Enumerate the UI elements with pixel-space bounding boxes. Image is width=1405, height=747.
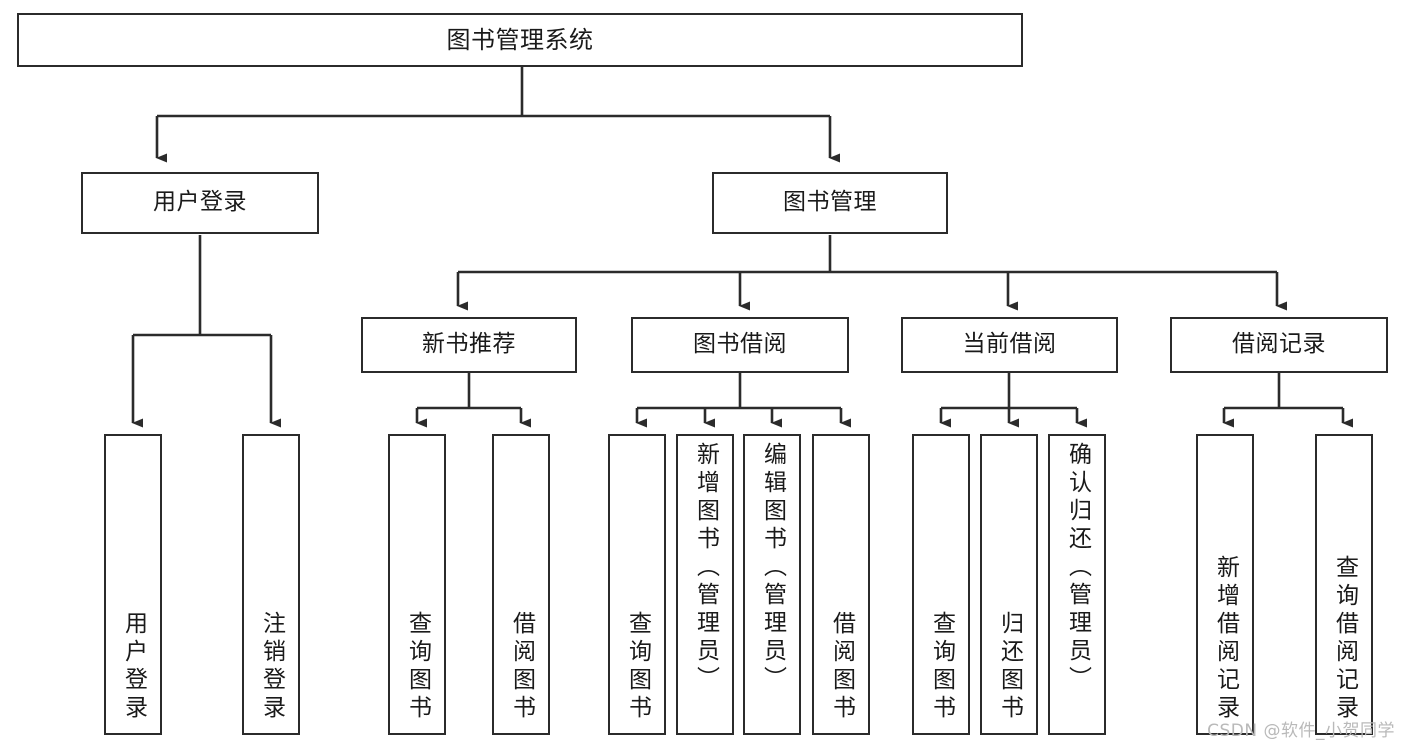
node-book-management[interactable]: 图书管理 (712, 172, 948, 234)
leaf-borrowrecord-add-record[interactable]: 新增借阅记录 (1196, 434, 1254, 735)
leaf-currentborrow-query-books[interactable]: 查询图书 (912, 434, 970, 735)
node-new-book-recommendation[interactable]: 新书推荐 (361, 317, 577, 373)
leaf-newbook-query-books[interactable]: 查询图书 (388, 434, 446, 735)
node-borrowing-records[interactable]: 借阅记录 (1170, 317, 1388, 373)
node-label: 归还图书 (996, 611, 1023, 723)
leaf-user-login[interactable]: 用户登录 (104, 434, 162, 735)
node-user-login[interactable]: 用户登录 (81, 172, 319, 234)
node-label: 新增图书（管理员） (692, 442, 719, 694)
node-label: 借阅记录 (1232, 331, 1326, 358)
node-label: 查询图书 (624, 611, 651, 723)
node-label: 图书管理 (783, 189, 877, 216)
node-label: 借阅图书 (508, 611, 535, 723)
node-label: 借阅图书 (828, 611, 855, 723)
node-label: 图书借阅 (693, 331, 787, 358)
node-label: 当前借阅 (962, 331, 1057, 358)
csdn-watermark: CSDN @软件_小贺同学 (1207, 721, 1395, 741)
node-label: 查询图书 (404, 611, 431, 723)
leaf-newbook-borrow-books[interactable]: 借阅图书 (492, 434, 550, 735)
leaf-bookborrow-edit-book-admin[interactable]: 编辑图书（管理员） (743, 434, 801, 735)
node-root-system[interactable]: 图书管理系统 (17, 13, 1023, 67)
leaf-bookborrow-query-books[interactable]: 查询图书 (608, 434, 666, 735)
node-label: 新书推荐 (422, 331, 516, 358)
leaf-bookborrow-add-book-admin[interactable]: 新增图书（管理员） (676, 434, 734, 735)
node-label: 用户登录 (153, 189, 247, 216)
leaf-logout[interactable]: 注销登录 (242, 434, 300, 735)
node-label: 查询借阅记录 (1331, 555, 1358, 723)
node-label: 新增借阅记录 (1212, 555, 1239, 723)
node-label: 图书管理系统 (446, 25, 594, 54)
node-label: 编辑图书（管理员） (759, 442, 786, 694)
node-label: 确认归还（管理员） (1064, 442, 1091, 694)
leaf-bookborrow-borrow-books[interactable]: 借阅图书 (812, 434, 870, 735)
node-current-borrowing[interactable]: 当前借阅 (901, 317, 1118, 373)
leaf-borrowrecord-query-record[interactable]: 查询借阅记录 (1315, 434, 1373, 735)
leaf-currentborrow-return-books[interactable]: 归还图书 (980, 434, 1038, 735)
leaf-currentborrow-confirm-return-admin[interactable]: 确认归还（管理员） (1048, 434, 1106, 735)
node-book-borrowing[interactable]: 图书借阅 (631, 317, 849, 373)
node-label: 用户登录 (120, 611, 147, 723)
node-label: 注销登录 (258, 611, 285, 723)
node-label: 查询图书 (928, 611, 955, 723)
